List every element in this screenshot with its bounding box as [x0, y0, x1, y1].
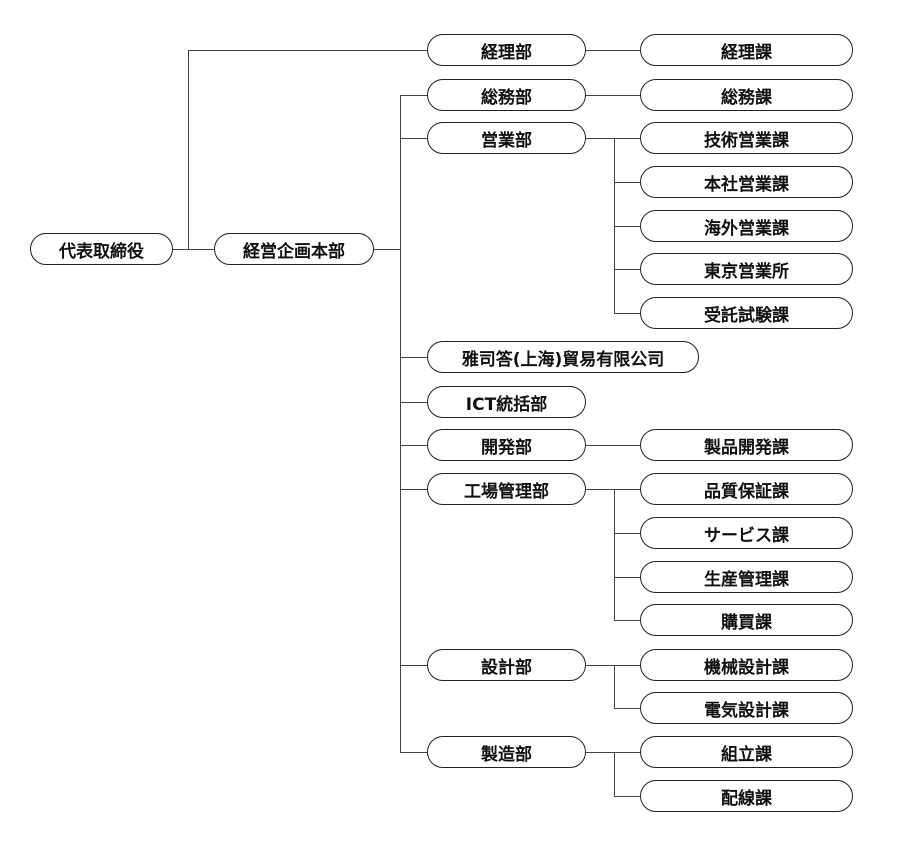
connector — [614, 752, 615, 797]
connector — [400, 445, 428, 446]
connector — [614, 313, 641, 314]
connector — [585, 665, 615, 666]
node-sales-overseas: 海外営業課 — [640, 210, 853, 242]
connector — [614, 708, 641, 709]
node-accounting-sec: 経理課 — [640, 34, 853, 66]
connector — [585, 489, 615, 490]
connector — [614, 182, 641, 183]
connector — [614, 226, 641, 227]
connector — [172, 249, 215, 250]
node-sales-hq: 本社営業課 — [640, 166, 853, 198]
node-mfg-dept: 製造部 — [427, 736, 586, 768]
connector — [585, 95, 641, 96]
node-ceo: 代表取締役 — [30, 233, 173, 265]
connector — [614, 752, 641, 753]
connector — [400, 665, 428, 666]
connector — [614, 533, 641, 534]
connector — [614, 577, 641, 578]
node-mfg-assembly: 組立課 — [640, 736, 853, 768]
node-sales-dept: 営業部 — [427, 122, 586, 154]
node-design-mech: 機械設計課 — [640, 649, 853, 681]
node-general-sec: 総務課 — [640, 79, 853, 111]
connector — [614, 665, 615, 709]
connector — [585, 752, 615, 753]
connector — [614, 138, 615, 313]
connector — [585, 138, 615, 139]
connector — [585, 50, 641, 51]
node-design-dept: 設計部 — [427, 649, 586, 681]
node-mfg-wiring: 配線課 — [640, 780, 853, 812]
connector — [614, 665, 641, 666]
connector — [614, 796, 641, 797]
connector — [614, 489, 641, 490]
node-factory-qa: 品質保証課 — [640, 473, 853, 505]
node-design-elec: 電気設計課 — [640, 692, 853, 724]
connector — [614, 620, 641, 621]
connector — [373, 249, 401, 250]
node-factory-production: 生産管理課 — [640, 561, 853, 593]
node-dev-dept: 開発部 — [427, 429, 586, 461]
node-sales-testing: 受託試験課 — [640, 297, 853, 329]
node-sales-tech: 技術営業課 — [640, 122, 853, 154]
connector — [188, 50, 428, 51]
connector — [614, 489, 615, 621]
node-ict-dept: ICT統括部 — [427, 386, 586, 418]
node-dev-product: 製品開発課 — [640, 429, 853, 461]
node-planning: 経営企画本部 — [214, 233, 374, 265]
node-factory-service: サービス課 — [640, 517, 853, 549]
connector — [400, 752, 428, 753]
connector — [400, 95, 401, 753]
node-factory-purchase: 購買課 — [640, 604, 853, 636]
node-general-dept: 総務部 — [427, 79, 586, 111]
connector — [614, 269, 641, 270]
connector — [400, 138, 428, 139]
node-accounting-dept: 経理部 — [427, 34, 586, 66]
node-factory-dept: 工場管理部 — [427, 473, 586, 505]
connector — [188, 50, 189, 250]
connector — [400, 402, 428, 403]
connector — [614, 138, 641, 139]
connector — [585, 445, 641, 446]
connector — [400, 357, 428, 358]
node-shanghai: 雅司答(上海)貿易有限公司 — [427, 341, 699, 373]
connector — [400, 489, 428, 490]
node-sales-tokyo: 東京営業所 — [640, 253, 853, 285]
connector — [400, 95, 428, 96]
